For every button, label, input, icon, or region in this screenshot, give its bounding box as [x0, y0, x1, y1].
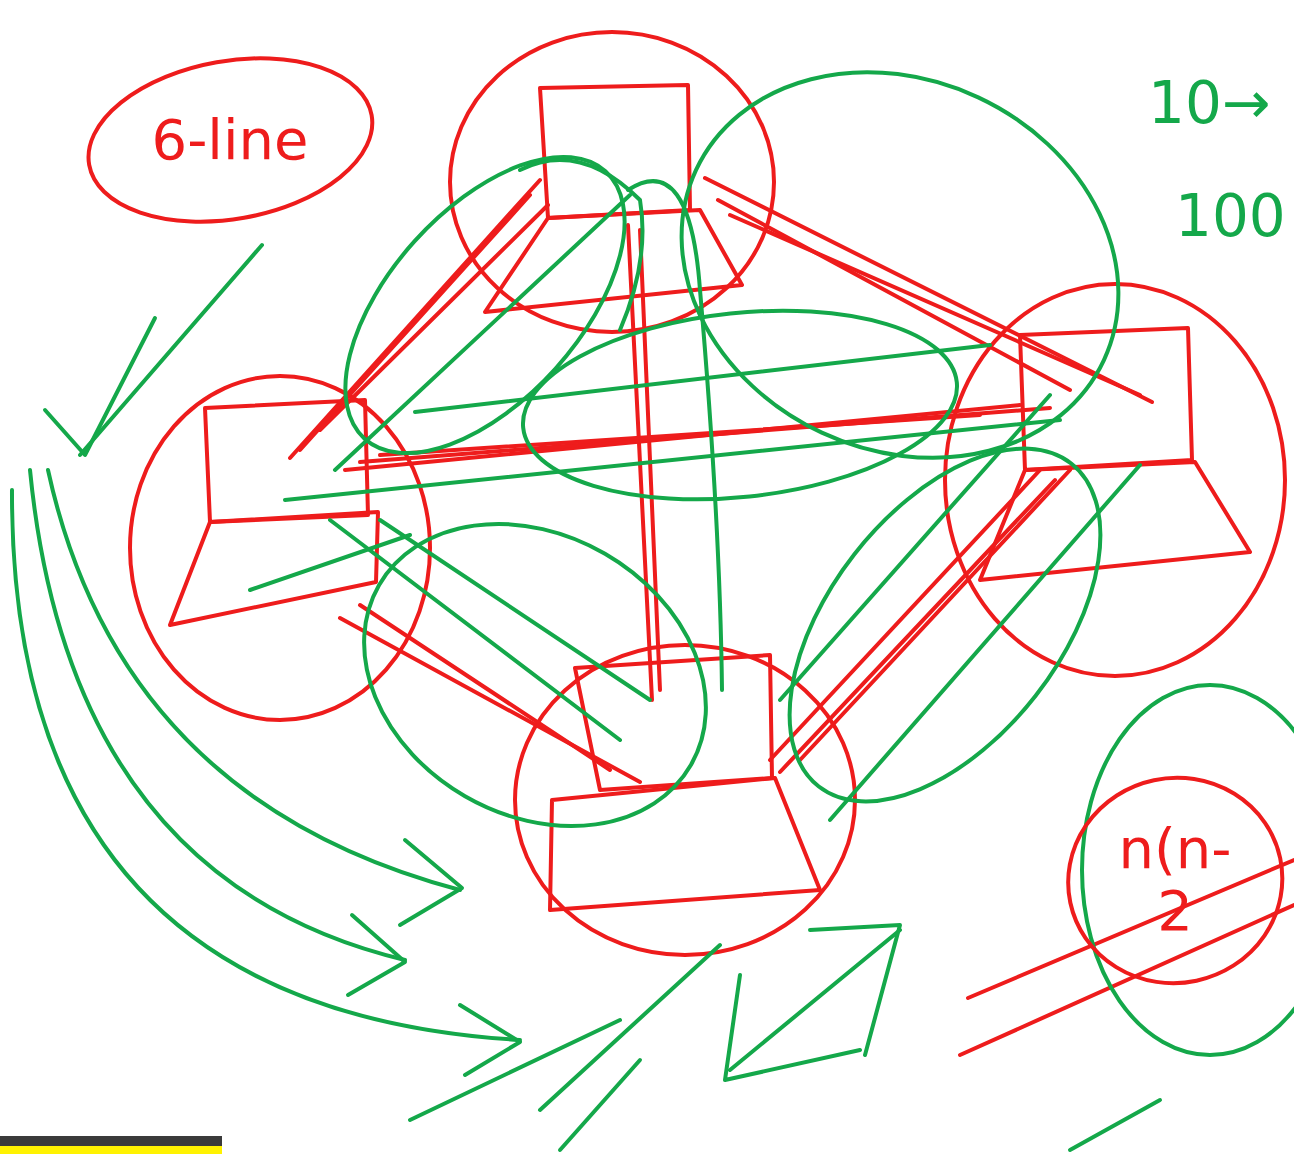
- ellipse-border: [75, 37, 385, 242]
- note-text: n(n-: [1118, 818, 1231, 880]
- note-text: 6-line: [152, 109, 309, 171]
- note-text: 2: [1157, 880, 1193, 942]
- note-ellipse: 6-line: [84, 58, 377, 222]
- ellipse-border: [1049, 757, 1294, 1002]
- note-ellipse: n(n-2: [1065, 775, 1286, 986]
- note-label: 10→: [1148, 72, 1270, 136]
- note-label: 100: [1175, 185, 1286, 249]
